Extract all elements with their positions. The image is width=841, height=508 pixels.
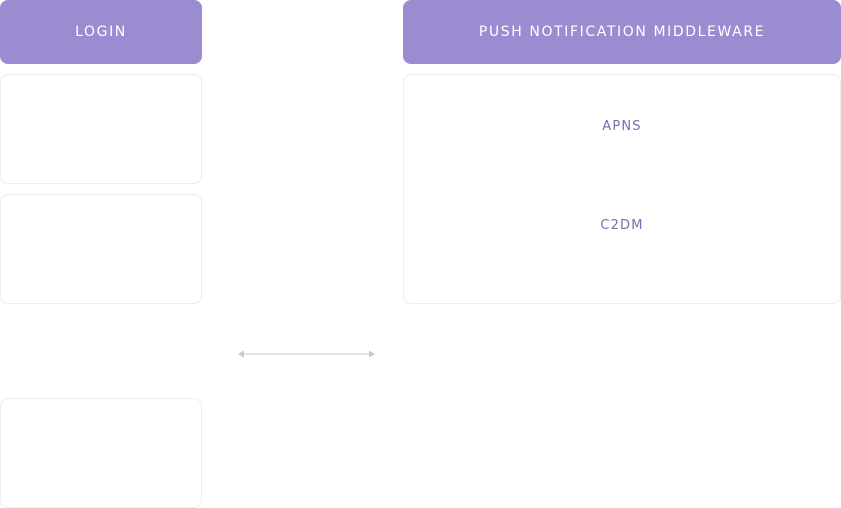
- left-empty-box-2: [0, 194, 202, 304]
- service-apns-label: APNS: [602, 119, 642, 134]
- left-empty-box-1: [0, 74, 202, 184]
- left-empty-box-3: [0, 398, 202, 508]
- push-notification-middleware-header-label: PUSH NOTIFICATION MIDDLEWARE: [478, 24, 766, 40]
- middleware-services-box: APNS C2DM: [403, 74, 841, 304]
- push-notification-middleware-header: PUSH NOTIFICATION MIDDLEWARE: [403, 0, 841, 64]
- login-header-label: LOGIN: [75, 24, 127, 40]
- bidirectional-arrow-icon: [238, 350, 375, 358]
- service-c2dm-label: C2DM: [600, 218, 644, 233]
- login-header: LOGIN: [0, 0, 202, 64]
